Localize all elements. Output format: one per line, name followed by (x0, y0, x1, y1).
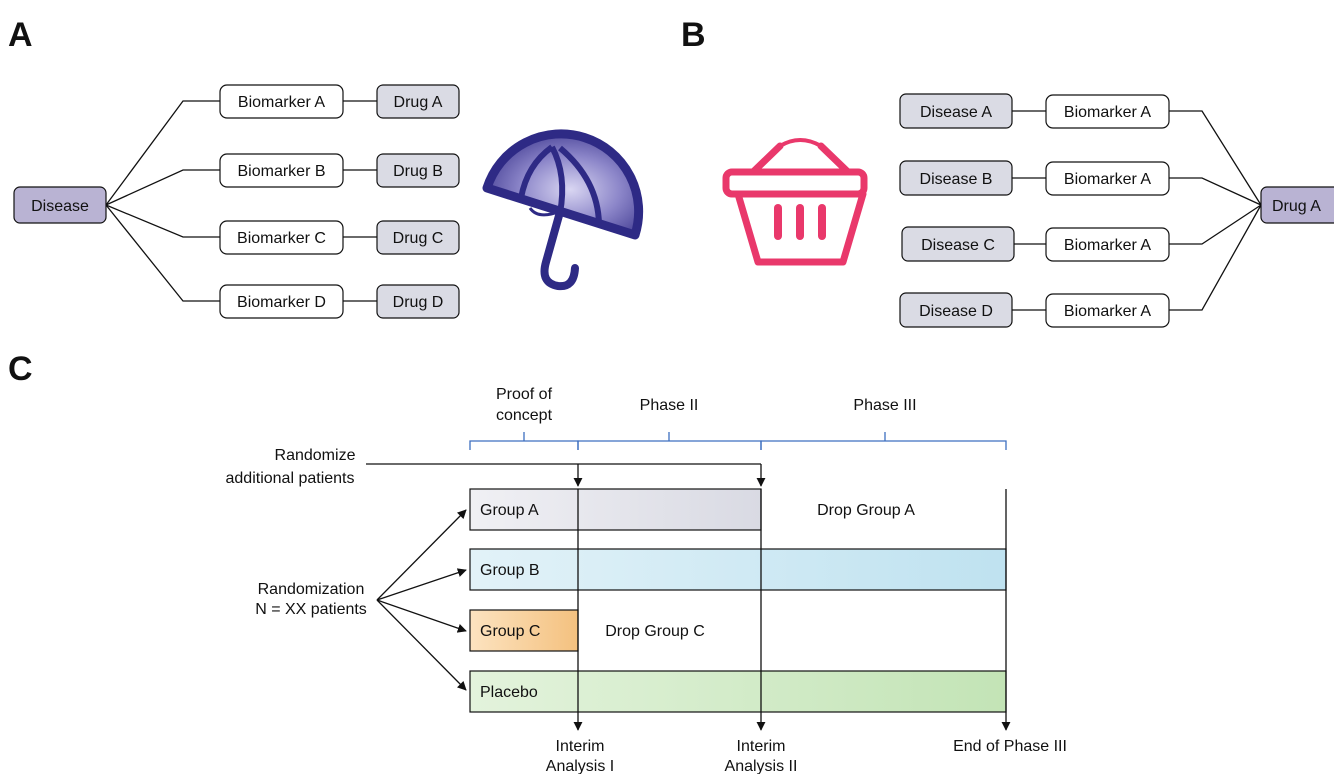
svg-text:Biomarker A: Biomarker A (1064, 237, 1151, 254)
drug-box-a: Drug A (376, 84, 460, 119)
drug-box-c: Drug C (376, 220, 460, 255)
disease-box-a: Disease A (899, 93, 1013, 129)
biomarker-box-d: Biomarker D (219, 284, 344, 319)
panel-a-connectors (105, 100, 377, 302)
svg-text:Biomarker A: Biomarker A (1064, 104, 1151, 121)
svg-text:Biomarker A: Biomarker A (1064, 171, 1151, 188)
drop-group-c-label: Drop Group C (605, 623, 705, 640)
phase-2-label: Phase II (640, 397, 699, 414)
randomize-label-2: additional patients (226, 470, 355, 487)
svg-text:Drug D: Drug D (393, 294, 444, 311)
svg-text:Disease: Disease (31, 198, 89, 215)
phase-3-label: Phase III (853, 397, 916, 414)
interim-1-label-1: Interim (556, 738, 605, 755)
randomization-label-1: Randomization (258, 581, 365, 598)
placebo-bar: Placebo (469, 670, 1007, 713)
proof-label-2: concept (496, 407, 553, 424)
milestone-lines (573, 489, 1011, 731)
b-biomarker-box-3: Biomarker A (1045, 227, 1170, 262)
svg-text:Drug A: Drug A (394, 94, 443, 111)
group-a-bar: Group A (469, 488, 762, 531)
svg-text:Disease C: Disease C (921, 237, 995, 254)
svg-text:Disease B: Disease B (920, 171, 993, 188)
drug-box-d: Drug D (376, 284, 460, 319)
randomize-arrows (366, 463, 766, 487)
svg-text:Placebo: Placebo (480, 684, 538, 701)
svg-text:Group A: Group A (480, 502, 539, 519)
panel-c-label: C (8, 350, 33, 388)
panel-c: C Proof of concept Phase II Phase III Ra… (8, 350, 1067, 774)
biomarker-box-c: Biomarker C (219, 220, 344, 255)
svg-text:Disease D: Disease D (919, 303, 993, 320)
svg-text:Disease A: Disease A (920, 104, 992, 121)
svg-text:Group C: Group C (480, 623, 540, 640)
svg-text:Biomarker A: Biomarker A (1064, 303, 1151, 320)
svg-text:Group B: Group B (480, 562, 540, 579)
disease-box-d: Disease D (899, 292, 1013, 328)
panel-a: A Disease Biomarker A Drug A Biomarker (8, 16, 644, 319)
disease-box: Disease (13, 186, 107, 224)
svg-text:Drug C: Drug C (393, 230, 444, 247)
svg-text:Drug B: Drug B (393, 163, 443, 180)
group-c-bar: Group C (469, 609, 579, 652)
disease-box-b: Disease B (899, 160, 1013, 196)
end-phase-3-label: End of Phase III (953, 738, 1067, 755)
panel-b: B Disease A Biomark (681, 16, 1334, 328)
drug-box-b: Drug B (376, 153, 460, 188)
interim-2-label-1: Interim (737, 738, 786, 755)
panel-a-label: A (8, 16, 33, 54)
interim-1-label-2: Analysis I (546, 758, 614, 774)
panel-b-label: B (681, 16, 706, 54)
group-b-bar: Group B (469, 548, 1007, 591)
svg-text:Drug A: Drug A (1272, 198, 1321, 215)
biomarker-box-a: Biomarker A (219, 84, 344, 119)
randomize-label-1: Randomize (275, 447, 356, 464)
drop-group-a-label: Drop Group A (817, 502, 915, 519)
biomarker-box-b: Biomarker B (219, 153, 344, 188)
b-biomarker-box-2: Biomarker A (1045, 161, 1170, 196)
svg-text:Biomarker A: Biomarker A (238, 94, 325, 111)
b-biomarker-box-1: Biomarker A (1045, 94, 1170, 129)
phase-braces (469, 432, 1007, 450)
randomization-label-2: N = XX patients (255, 601, 367, 618)
svg-text:Biomarker D: Biomarker D (237, 294, 326, 311)
svg-text:Biomarker B: Biomarker B (237, 163, 325, 180)
panel-b-connectors (1012, 110, 1262, 311)
umbrella-icon (482, 129, 644, 291)
svg-text:Biomarker C: Biomarker C (237, 230, 326, 247)
basket-icon (722, 138, 868, 266)
drug-box-target: Drug A (1260, 186, 1334, 224)
interim-2-label-2: Analysis II (725, 758, 798, 774)
proof-label-1: Proof of (496, 386, 553, 403)
b-biomarker-box-4: Biomarker A (1045, 293, 1170, 328)
randomization-arrows (376, 509, 467, 691)
disease-box-c: Disease C (901, 226, 1015, 262)
